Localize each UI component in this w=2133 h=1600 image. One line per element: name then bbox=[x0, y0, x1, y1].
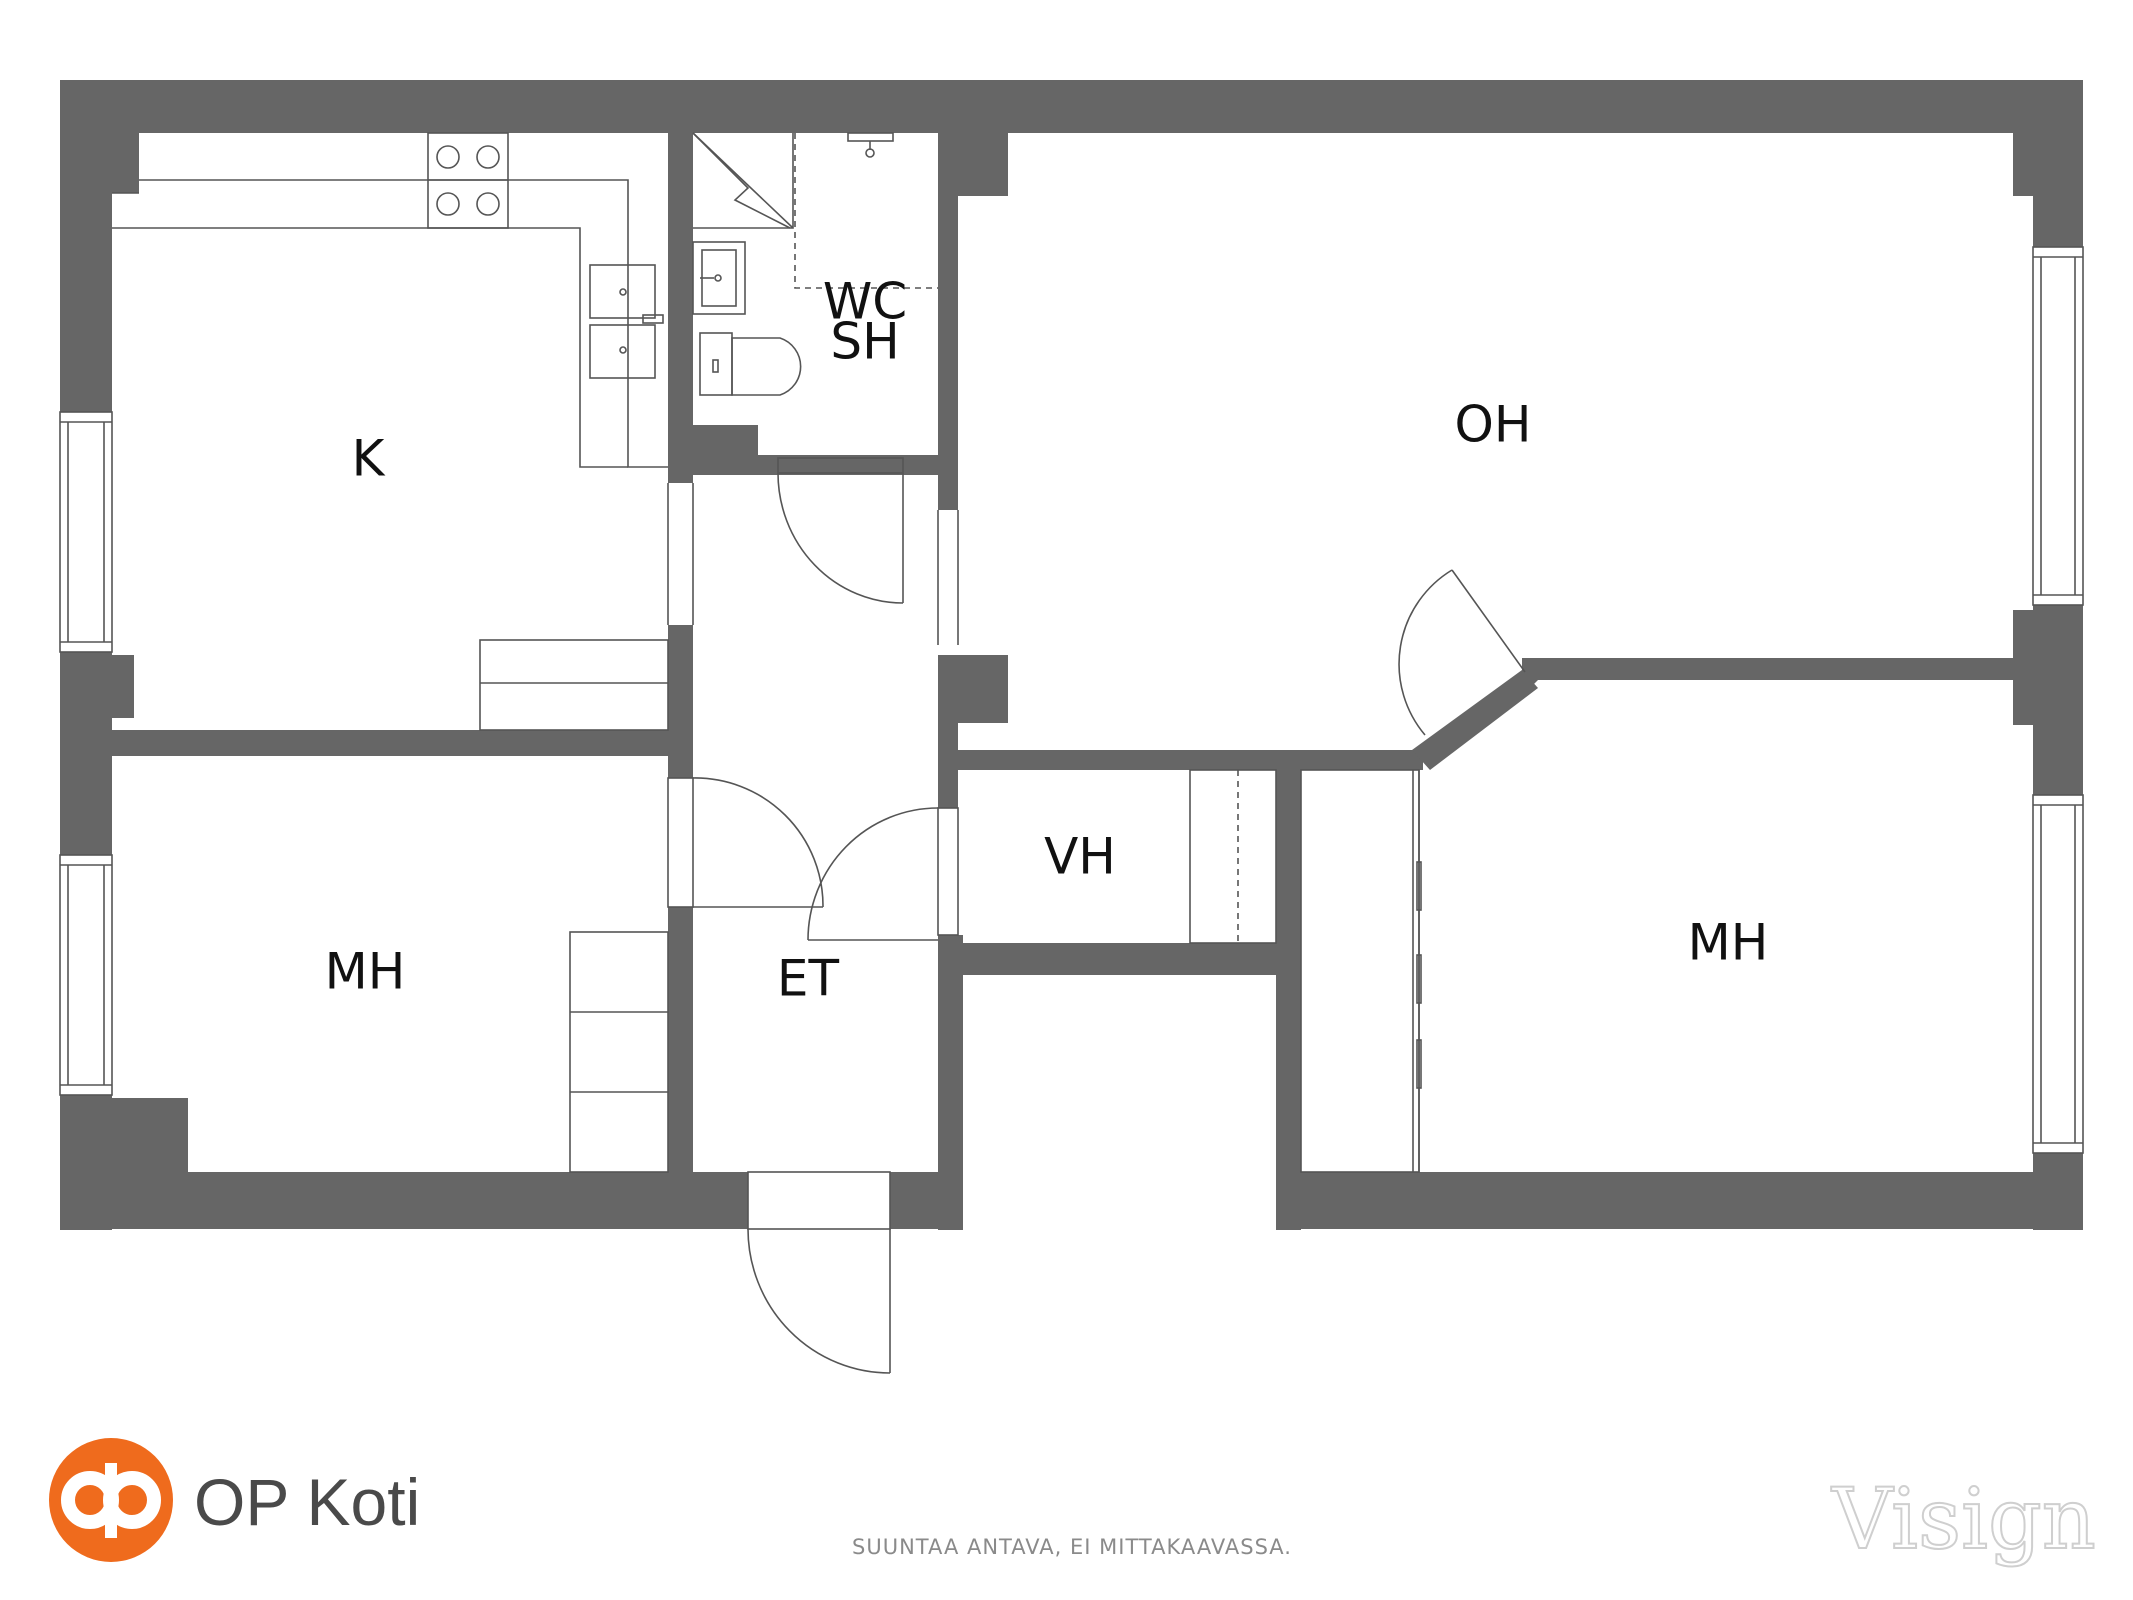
bathroom-fixtures bbox=[692, 132, 938, 396]
doors bbox=[667, 457, 1526, 1374]
wall-oh-mh bbox=[1522, 658, 2083, 688]
kitchen-counter-inner bbox=[112, 227, 628, 468]
kitchen-fixtures bbox=[112, 132, 669, 731]
room-label-sh: SH bbox=[830, 313, 899, 371]
walls bbox=[60, 80, 2083, 1230]
bathroom-sink-icon bbox=[692, 241, 746, 315]
room-label-mh-right: MH bbox=[1688, 914, 1769, 972]
shower-area bbox=[794, 132, 938, 289]
storage bbox=[569, 769, 1422, 1173]
window-mh-left bbox=[59, 854, 113, 1096]
door-wc bbox=[777, 457, 904, 604]
room-label-k: K bbox=[352, 430, 386, 488]
wall-mh-et bbox=[668, 907, 693, 1175]
disclaimer-text: SUUNTAA ANTAVA, EI MITTAKAAVASSA. bbox=[852, 1535, 1292, 1559]
wall-k-mh bbox=[112, 730, 692, 756]
kitchen-cabinet-low bbox=[479, 639, 669, 731]
wall-vh-right bbox=[1276, 770, 1301, 1230]
wall-block-k-top bbox=[112, 133, 139, 193]
windows bbox=[59, 246, 2084, 1154]
stove-icon bbox=[427, 132, 509, 229]
shelf-vh bbox=[1189, 769, 1277, 944]
door-vh bbox=[807, 807, 959, 941]
wall-hall-oh-block bbox=[938, 655, 1008, 723]
room-label-oh: OH bbox=[1455, 396, 1532, 454]
wardrobe-mh-left bbox=[569, 931, 669, 1173]
wall-block-oh-right-bottom bbox=[2013, 610, 2033, 725]
wall-vh-bottom bbox=[958, 943, 1288, 975]
wall-k-hall-upper bbox=[668, 133, 693, 483]
wall-block-mh-corner bbox=[60, 1098, 188, 1188]
op-logo-icon bbox=[49, 1438, 173, 1562]
wall-et-right bbox=[938, 935, 963, 1230]
wall-diagonal bbox=[1412, 670, 1538, 770]
wall-wc-oh-top bbox=[938, 133, 1008, 196]
room-labels: K WC SH OH MH ET VH MH bbox=[325, 273, 1769, 1008]
window-oh bbox=[2032, 246, 2084, 606]
door-mh-left bbox=[667, 777, 824, 908]
room-label-mh-left: MH bbox=[325, 943, 406, 1001]
wall-k-hall-lower bbox=[668, 625, 693, 778]
wall-block-oh-right-top bbox=[2013, 133, 2033, 196]
openings bbox=[667, 483, 959, 645]
wall-wc-bottom bbox=[668, 425, 758, 475]
radiator-icon bbox=[692, 132, 794, 229]
window-kitchen bbox=[59, 411, 113, 653]
room-label-wc: WC bbox=[823, 273, 907, 331]
kitchen-sink-icon bbox=[589, 264, 664, 379]
room-label-vh: VH bbox=[1044, 828, 1116, 886]
wall-wc-right bbox=[938, 133, 958, 475]
wall-block-k-mid bbox=[112, 655, 134, 718]
brand-name: OP Koti bbox=[194, 1465, 420, 1539]
wall-bottom-right bbox=[1276, 1172, 2083, 1229]
room-label-et: ET bbox=[777, 950, 840, 1008]
kitchen-counter bbox=[139, 179, 668, 468]
wall-hall-oh bbox=[938, 475, 958, 510]
toilet-icon bbox=[699, 332, 802, 396]
door-entrance bbox=[747, 1171, 891, 1374]
wall-top bbox=[60, 80, 2083, 133]
shower-head-icon bbox=[847, 132, 894, 158]
wall-et-vh bbox=[938, 723, 958, 808]
window-mh-right bbox=[2032, 794, 2084, 1154]
wall-wc-hall bbox=[758, 455, 943, 475]
op-koti-logo: OP Koti bbox=[49, 1438, 420, 1562]
wall-oh-vh bbox=[958, 750, 1423, 770]
wardrobe-mh-right bbox=[1300, 769, 1422, 1173]
watermark-visign: Visign bbox=[1831, 1470, 2096, 1568]
door-oh bbox=[1398, 569, 1526, 736]
